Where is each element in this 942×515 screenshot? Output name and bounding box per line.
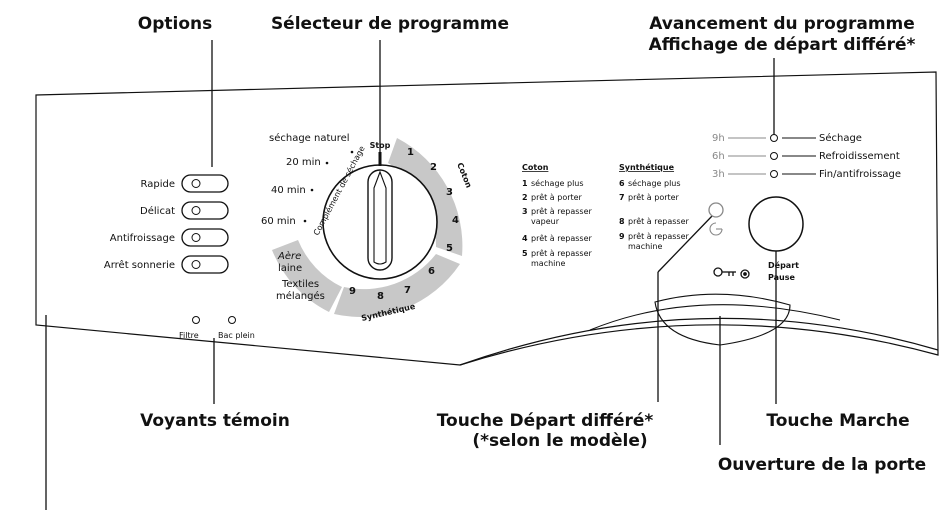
indicator-filtre-label: Filtre — [179, 331, 199, 340]
leader-delay-diag — [657, 214, 714, 273]
callout-indicators: Voyants témoin — [140, 411, 290, 431]
option-led-arret-sonnerie — [191, 260, 201, 269]
dial-laine-label: laine — [278, 263, 302, 274]
dial-number-7: 7 — [404, 285, 411, 296]
option-led-antifroissage — [191, 233, 201, 242]
door-handle — [654, 293, 791, 346]
dial-textiles-label-1: Textiles — [281, 279, 319, 290]
dial-textiles-label-2: mélangés — [276, 290, 325, 302]
legend-coton-t5b: machine — [531, 259, 565, 268]
dial-dot-40 — [310, 188, 314, 192]
legend-coton-n3: 3 — [522, 207, 528, 216]
progress-time-9h: 9h — [712, 133, 725, 144]
dial-aere-label: Aère — [277, 250, 301, 262]
delay-start-button[interactable] — [708, 202, 724, 218]
legend-coton-t3: prêt à repasser — [531, 206, 593, 216]
dial-number-6: 6 — [428, 266, 435, 277]
legend-synth-n9: 9 — [619, 232, 625, 241]
legend-coton-n4: 4 — [522, 234, 528, 243]
option-led-rapide — [191, 179, 201, 188]
dial-textiles-band — [272, 240, 342, 312]
legend-synth-n7: 7 — [619, 193, 625, 202]
door-curve-outer — [459, 317, 939, 366]
option-label-antifroissage: Antifroissage — [110, 233, 175, 244]
legend-synth-n8: 8 — [619, 217, 625, 226]
dial-dot-20 — [325, 161, 329, 165]
dial-time-20: 20 min — [286, 157, 321, 168]
legend-coton-t4: prêt à repasser — [531, 233, 593, 243]
callout-delay-2: (*selon le modèle) — [472, 431, 647, 451]
dial-time-40: 40 min — [271, 185, 306, 196]
dial-coton-label: Coton — [455, 161, 473, 189]
key-lock-icon — [713, 267, 750, 279]
callout-program-selector: Sélecteur de programme — [271, 14, 509, 34]
progress-time-3h: 3h — [712, 169, 725, 180]
dial-number-3: 3 — [446, 187, 453, 198]
panel-outline — [35, 71, 939, 366]
legend-coton-n2: 2 — [522, 193, 528, 202]
legend-coton-n5: 5 — [522, 249, 528, 258]
indicator-bac-plein-label: Bac plein — [218, 331, 255, 340]
callout-progress-1: Avancement du programme — [649, 14, 915, 34]
legend-synth-t8: prêt à repasser — [628, 216, 690, 226]
dial-number-8: 8 — [377, 291, 384, 302]
legend-coton-t5: prêt à repasser — [531, 248, 593, 258]
option-label-arret-sonnerie: Arrêt sonnerie — [104, 259, 175, 271]
dial-number-1: 1 — [407, 147, 414, 158]
option-button-rapide[interactable] — [181, 174, 229, 193]
dial-sechage-naturel: séchage naturel — [269, 132, 350, 144]
progress-display: 9h Séchage 6h Refroidissement 3h Fin/ant… — [712, 132, 901, 180]
legend-synth-n6: 6 — [619, 179, 625, 188]
legend-coton-t3b: vapeur — [531, 217, 560, 226]
legend-synth-t7: prêt à porter — [628, 192, 680, 202]
clock-icon — [709, 222, 723, 236]
legend-coton-t2: prêt à porter — [531, 192, 583, 202]
door-curve-inner — [589, 304, 841, 331]
dial-stop-label: Stop — [370, 141, 391, 150]
progress-led-sechage — [770, 134, 778, 142]
dial-stop-mark — [378, 152, 382, 166]
option-button-antifroissage[interactable] — [181, 228, 229, 247]
dial-number-2: 2 — [430, 162, 437, 173]
option-button-arret-sonnerie[interactable] — [181, 255, 229, 274]
legend-coton-n1: 1 — [522, 179, 528, 188]
start-pause-button[interactable] — [748, 196, 804, 252]
legend-synth-t6: séchage plus — [628, 178, 681, 188]
progress-label-fin: Fin/antifroissage — [819, 169, 901, 180]
progress-time-6h: 6h — [712, 151, 725, 162]
progress-led-fin — [770, 170, 778, 178]
indicator-filtre-light — [192, 316, 200, 324]
dial-dot-60 — [303, 219, 307, 223]
dial-synthetique-band — [334, 254, 460, 317]
option-button-delicat[interactable] — [181, 201, 229, 220]
callout-door-opening: Ouverture de la porte — [718, 455, 926, 475]
legend-synth-t9: prêt à repasser — [628, 231, 690, 241]
start-label-1: Départ — [768, 260, 799, 270]
legend-coton-t1: séchage plus — [531, 178, 584, 188]
legend-synth-t9b: machine — [628, 242, 662, 251]
dial-pointer — [373, 170, 387, 265]
dial-dot-sechage-naturel — [350, 150, 354, 154]
progress-led-refroidissement — [770, 152, 778, 160]
legend-synth-title: Synthétique — [619, 162, 675, 172]
option-label-rapide: Rapide — [141, 179, 175, 190]
dial-number-4: 4 — [452, 215, 459, 226]
option-led-delicat — [191, 206, 201, 215]
callout-delay-1: Touche Départ différé* — [437, 411, 654, 431]
options-group: Rapide Délicat Antifroissage Arrêt sonne… — [104, 174, 229, 274]
callout-start-key: Touche Marche — [766, 411, 909, 431]
start-label-2: Pause — [768, 273, 796, 282]
progress-label-sechage: Séchage — [819, 132, 862, 144]
dial-time-60: 60 min — [261, 216, 296, 227]
indicator-bac-plein-light — [228, 316, 236, 324]
dial-number-5: 5 — [446, 243, 453, 254]
legend-coton-title: Coton — [522, 163, 549, 172]
dial-number-9: 9 — [349, 286, 356, 297]
callout-progress-2: Affichage de départ différé* — [649, 35, 916, 55]
option-label-delicat: Délicat — [140, 205, 175, 217]
progress-label-refroidissement: Refroidissement — [819, 151, 900, 162]
callout-options: Options — [138, 14, 212, 34]
